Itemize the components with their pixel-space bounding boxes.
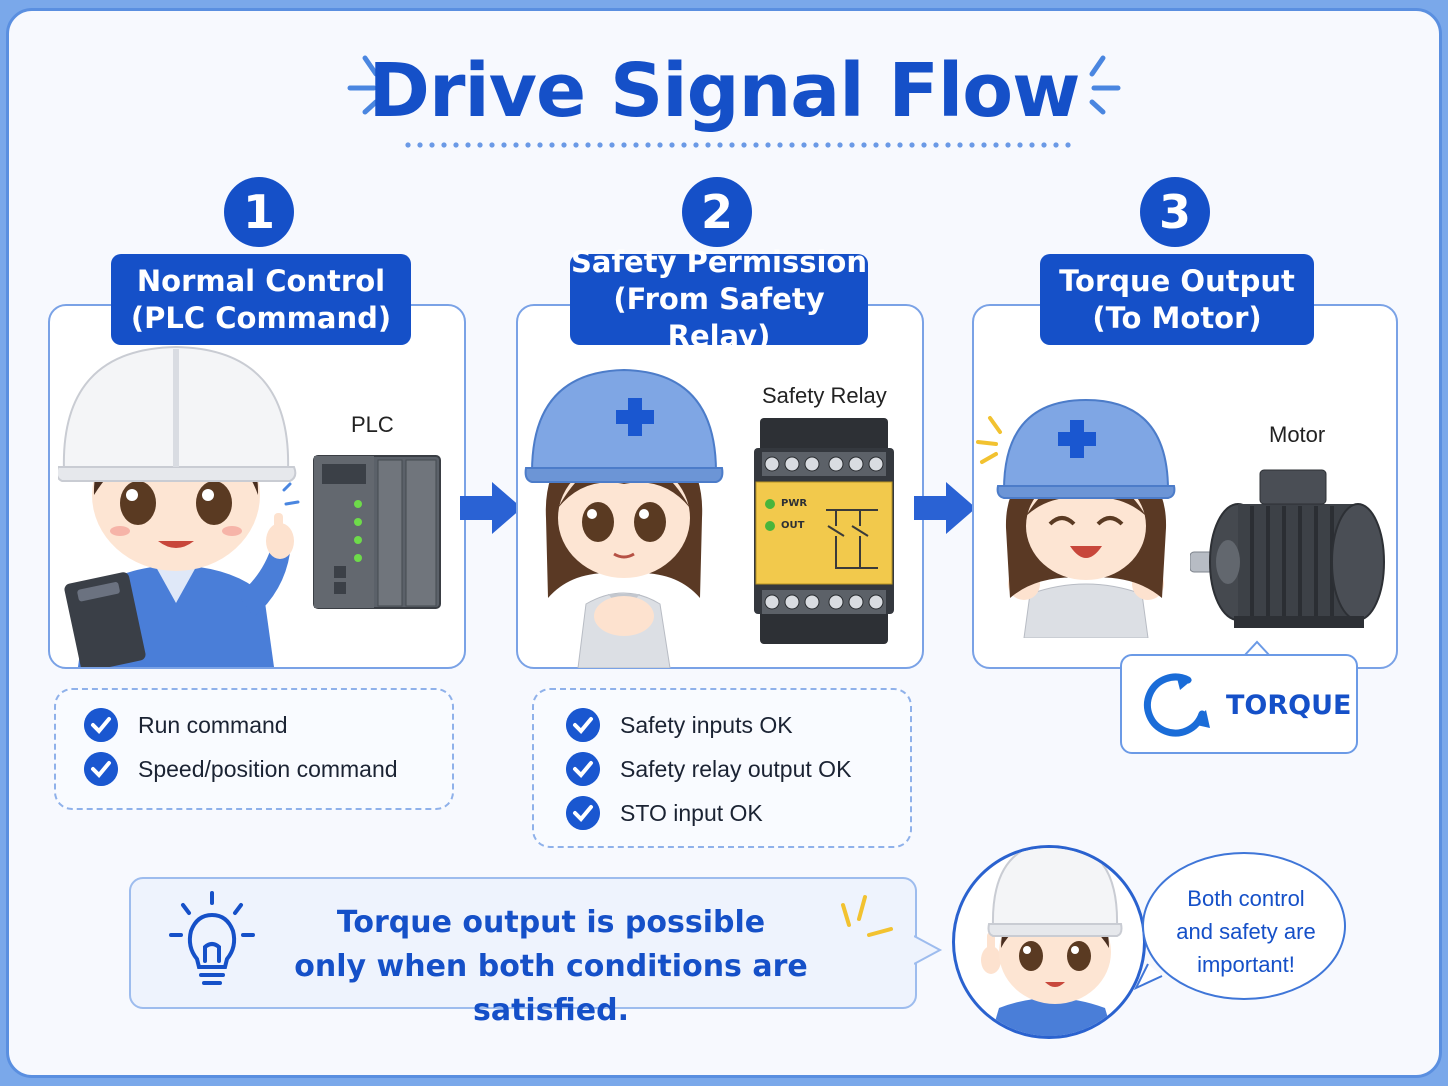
relay-led-pwr-label: PWR	[781, 498, 808, 509]
sparkle-left-icon	[347, 55, 379, 115]
motor-illustration	[1190, 469, 1385, 628]
heading-line2: (To Motor)	[1092, 300, 1262, 335]
arrow-right-icon	[914, 482, 976, 534]
panel-heading-torque-output: Torque Output (To Motor)	[1040, 254, 1314, 345]
plc-illustration	[313, 455, 441, 609]
list-item: Safety inputs OK	[566, 708, 793, 742]
checklist-safety-permission: Safety inputs OK Safety relay output OK …	[532, 688, 912, 848]
tag-pointer	[1243, 640, 1271, 657]
title-underline	[402, 142, 1074, 148]
note-pointer	[914, 935, 943, 965]
safety-relay-illustration	[754, 418, 894, 644]
device-label-plc: PLC	[351, 412, 394, 437]
engineer-blue-helmet-illustration	[524, 368, 724, 668]
conclusion-note: Torque output is possible only when both…	[129, 877, 917, 1028]
heading-line1: Torque Output	[1059, 263, 1295, 298]
speech-bubble: Both control and safety are important!	[1142, 852, 1346, 1000]
engineer-white-helmet-illustration	[58, 345, 297, 667]
note-sparkle-icon	[841, 895, 893, 937]
heading-line1: Safety Permission	[570, 245, 868, 279]
note-line2: only when both conditions are satisfied.	[294, 949, 808, 1028]
check-icon	[566, 708, 600, 742]
lightbulb-icon	[169, 891, 255, 985]
list-item: Safety relay output OK	[566, 752, 851, 786]
device-label-safety-relay: Safety Relay	[762, 383, 887, 408]
page-title: Drive Signal Flow	[368, 48, 1081, 134]
bubble-line3: important!	[1197, 952, 1295, 977]
heading-line1: Normal Control	[136, 263, 386, 298]
step-number-3: 3	[1140, 177, 1210, 247]
panel-heading-safety-permission: Safety Permission (From Safety Relay)	[570, 245, 868, 353]
torque-label: TORQUE	[1226, 690, 1352, 721]
bubble-line2: and safety are	[1176, 919, 1316, 944]
engineer-cheering-illustration	[996, 398, 1176, 638]
joy-sparkle-icon	[976, 416, 1002, 464]
arrow-right-icon	[460, 482, 522, 534]
check-icon	[566, 796, 600, 830]
panel-heading-normal-control: Normal Control (PLC Command)	[111, 254, 411, 345]
note-line1: Torque output is possible	[336, 905, 766, 940]
sparkle-right-icon	[1089, 55, 1121, 115]
list-item: Run command	[84, 708, 288, 742]
heading-line2: (From Safety Relay)	[613, 282, 825, 353]
check-text: STO input OK	[620, 799, 763, 826]
bubble-line1: Both control	[1187, 886, 1305, 911]
torque-tag: TORQUE	[1120, 654, 1358, 754]
check-text: Speed/position command	[138, 755, 398, 782]
engineer-avatar-illustration	[981, 848, 1123, 1036]
checklist-normal-control: Run command Speed/position command	[54, 688, 454, 810]
list-item: STO input OK	[566, 796, 763, 830]
point-sparkle-icon	[282, 482, 300, 506]
rotate-icon	[1143, 673, 1210, 737]
heading-line2: (PLC Command)	[130, 300, 392, 335]
note-text: Torque output is possible only when both…	[241, 901, 861, 1033]
step-number-2: 2	[682, 177, 752, 247]
check-icon	[84, 752, 118, 786]
check-text: Safety inputs OK	[620, 711, 793, 738]
bubble-text: Both control and safety are important!	[1144, 882, 1348, 981]
check-icon	[566, 752, 600, 786]
step-number-1: 1	[224, 177, 294, 247]
device-label-motor: Motor	[1269, 422, 1326, 447]
check-icon	[84, 708, 118, 742]
avatar	[952, 845, 1146, 1039]
list-item: Speed/position command	[84, 752, 398, 786]
check-text: Run command	[138, 711, 288, 738]
check-text: Safety relay output OK	[620, 755, 852, 782]
relay-led-out-label: OUT	[781, 520, 805, 531]
bubble-tail	[1134, 963, 1163, 991]
